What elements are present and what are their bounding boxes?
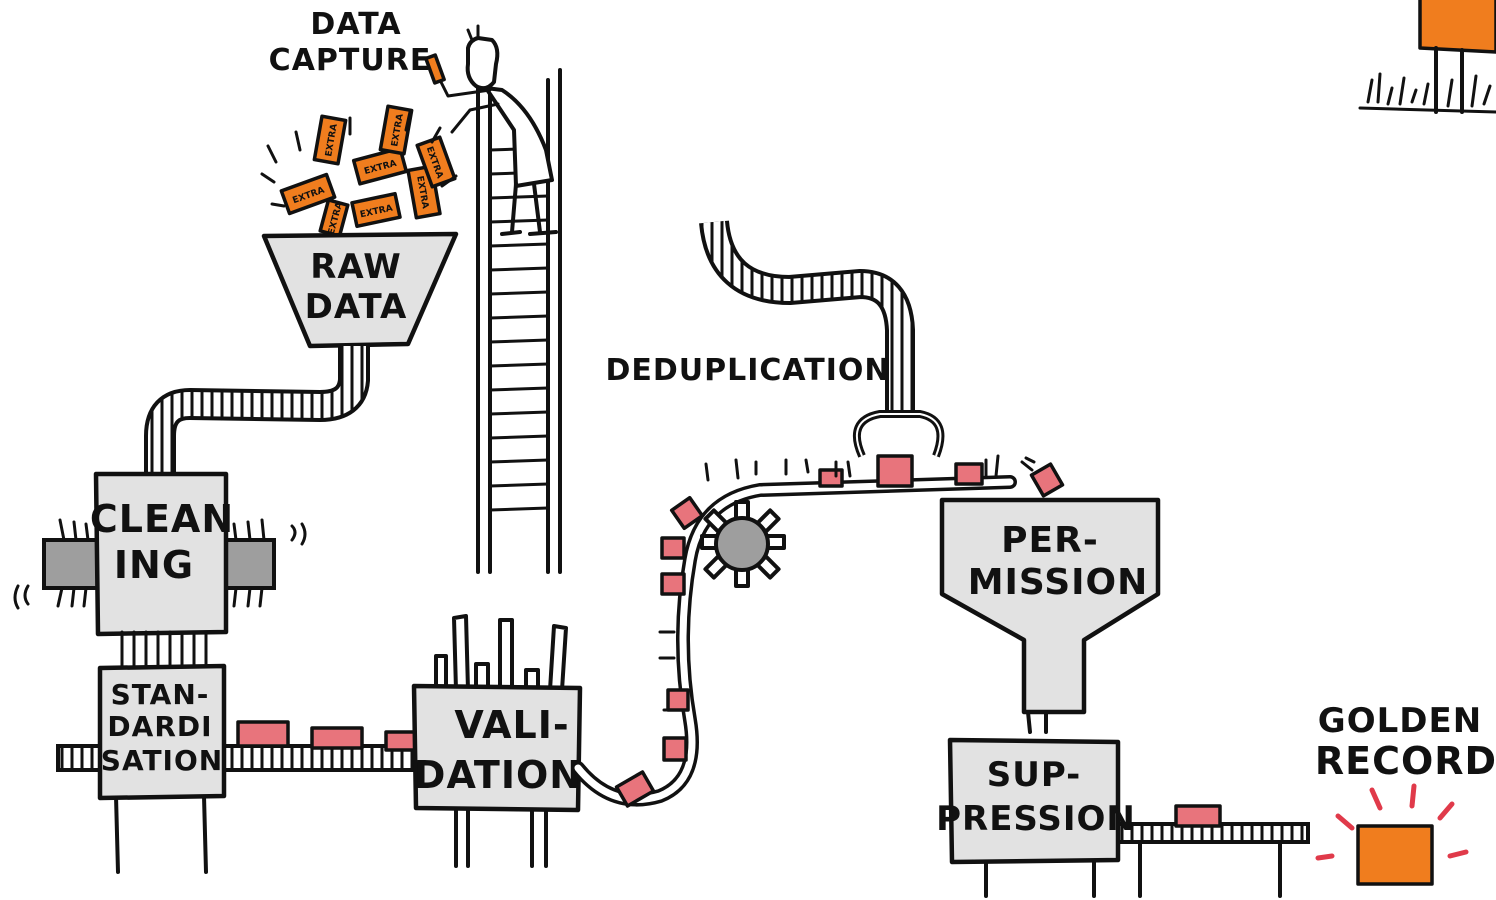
data-record: [660, 572, 686, 596]
data-record: [310, 726, 364, 750]
data-record: [954, 462, 984, 486]
corner-signpost-icon: [1358, 0, 1496, 114]
data-record: [876, 454, 914, 488]
data-capture-label-line1: DATA: [310, 7, 401, 42]
data-record: [669, 495, 705, 531]
flying-tickets: EXTRA EXTRA EXTRA EXTRA EXTRA EXTRA EXTR…: [260, 104, 458, 238]
raw-data-label-line2: DATA: [305, 287, 408, 327]
suppression-machine: SUP- PRESSION: [936, 737, 1136, 898]
data-record: [614, 770, 656, 808]
claw-grabber-icon: [852, 410, 945, 458]
validation-machine: VALI- DATION: [411, 614, 583, 868]
permission-funnel: PER- MISSION: [939, 497, 1161, 734]
golden-record-label-line1: GOLDEN: [1318, 701, 1482, 741]
data-record: [1029, 462, 1065, 498]
validation-label-line2: DATION: [414, 753, 582, 797]
gear-icon: [700, 500, 786, 588]
s-curve-conveyor: [571, 454, 1065, 808]
golden-record-label-line2: RECORD: [1315, 739, 1496, 783]
cleaning-machine: CLEAN ING: [13, 471, 307, 670]
deduplication-arm: [699, 220, 915, 410]
standardisation-machine: STAN- DARDI SATION: [97, 663, 227, 874]
cleaning-label-line2: ING: [114, 543, 194, 587]
data-record: [384, 730, 418, 752]
golden-record-box-icon: [1315, 783, 1469, 886]
standardisation-label-line2: DARDI: [107, 710, 212, 743]
data-record: [660, 536, 686, 560]
records-conveyor-1: [236, 720, 418, 752]
deduplication-label: DEDUPLICATION: [605, 353, 890, 388]
validation-label-line1: VALI-: [454, 703, 569, 747]
data-record: [1174, 804, 1222, 828]
data-record: [662, 736, 688, 762]
standardisation-label-line1: STAN-: [111, 678, 210, 711]
raw-data-label-line1: RAW: [310, 247, 401, 287]
cleaning-label-line1: CLEAN: [90, 497, 234, 541]
data-record: [236, 720, 290, 748]
person-on-ladder-icon: [424, 24, 558, 236]
raw-data-funnel: RAW DATA: [261, 231, 459, 349]
suppression-label-line1: SUP-: [987, 755, 1082, 795]
data-capture-label-line2: CAPTURE: [269, 43, 432, 78]
permission-label-line2: MISSION: [968, 562, 1149, 603]
data-record: [666, 688, 690, 712]
standardisation-label-line3: SATION: [101, 744, 223, 777]
permission-label-line1: PER-: [1001, 520, 1099, 561]
conveyor-belt-2: [1108, 804, 1310, 898]
data-record: [818, 468, 844, 488]
suppression-label-line2: PRESSION: [936, 799, 1136, 839]
